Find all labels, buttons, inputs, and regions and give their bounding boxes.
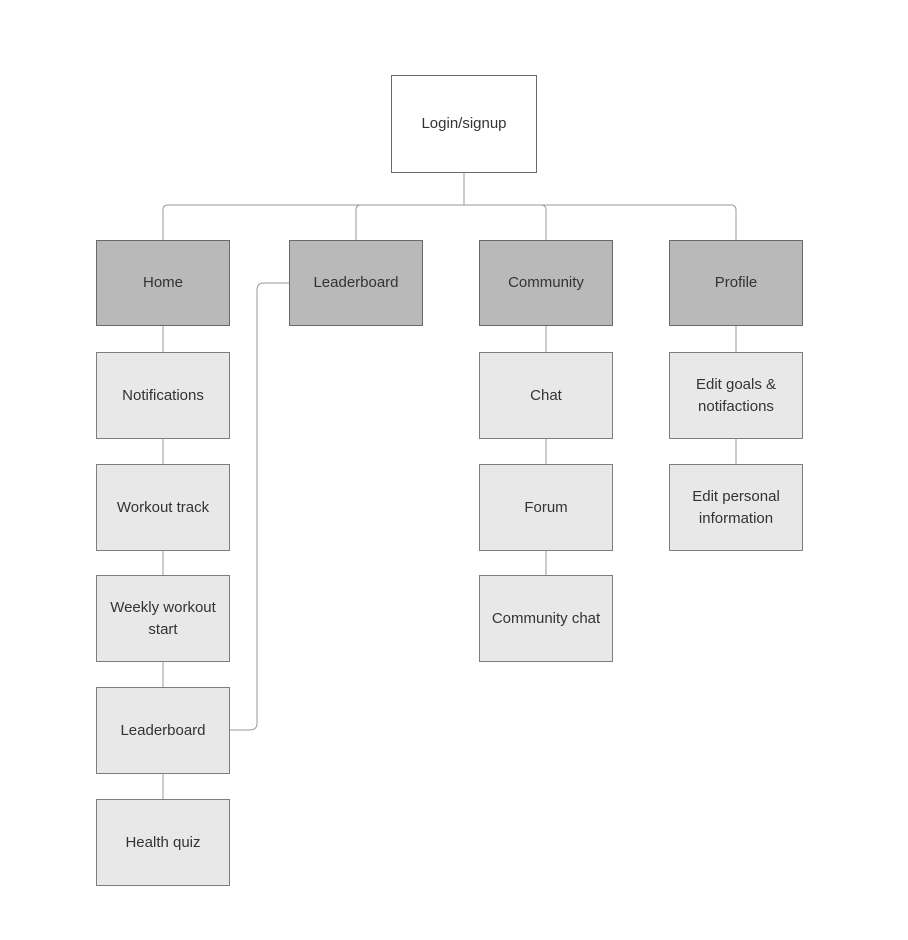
node-leaderboard-main: Leaderboard xyxy=(289,240,423,326)
node-edit-personal-information: Edit personal information xyxy=(669,464,803,551)
connector-bus xyxy=(162,204,737,240)
node-workout-track: Workout track xyxy=(96,464,230,551)
node-community-chat: Community chat xyxy=(479,575,613,662)
node-community: Community xyxy=(479,240,613,326)
node-login-signup: Login/signup xyxy=(391,75,537,173)
connector-drop-leaderboard xyxy=(355,204,362,240)
node-home: Home xyxy=(96,240,230,326)
connector-leaderboard-loop xyxy=(230,282,289,731)
node-forum: Forum xyxy=(479,464,613,551)
connector-drop-community xyxy=(540,204,547,240)
node-edit-goals-notifications: Edit goals & notifactions xyxy=(669,352,803,439)
node-notifications: Notifications xyxy=(96,352,230,439)
node-leaderboard-child: Leaderboard xyxy=(96,687,230,774)
node-profile: Profile xyxy=(669,240,803,326)
node-health-quiz: Health quiz xyxy=(96,799,230,886)
node-weekly-workout-start: Weekly workout start xyxy=(96,575,230,662)
node-chat: Chat xyxy=(479,352,613,439)
